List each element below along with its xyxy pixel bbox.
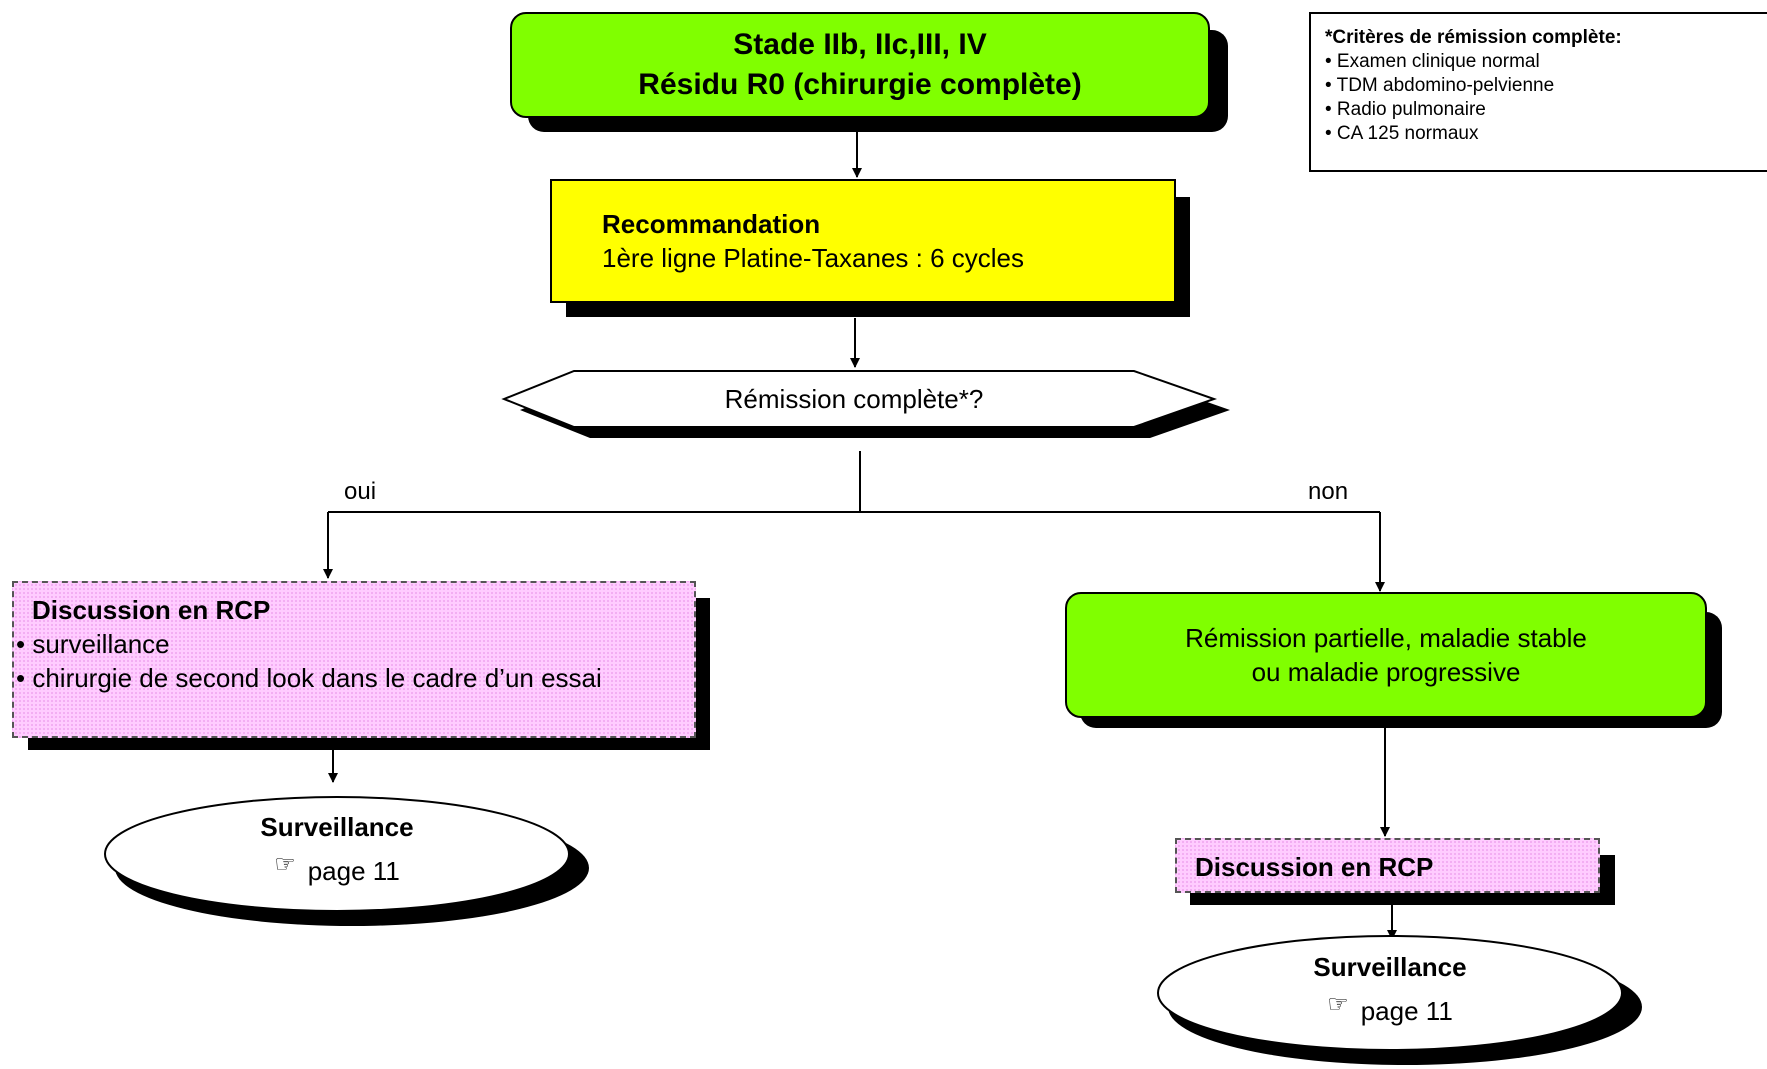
surveillance-left: Surveillance ☞ page 11 xyxy=(120,800,554,900)
surveillance-right: Surveillance ☞ page 11 xyxy=(1173,940,1607,1040)
recommendation-text: 1ère ligne Platine-Taxanes : 6 cycles xyxy=(602,243,1025,273)
rcp-left-item-1: • surveillance xyxy=(16,629,170,659)
criteria-item-2: • TDM abdomino-pelvienne xyxy=(1325,75,1555,96)
pointing-hand-icon: ☞ xyxy=(274,851,296,878)
branch-yes-label: oui xyxy=(344,478,377,505)
partial-remission-box: Rémission partielle, maladie stable ou m… xyxy=(1065,592,1707,718)
partial-line-2: ou maladie progressive xyxy=(1251,657,1521,687)
rcp-right-box: Discussion en RCP xyxy=(1175,838,1600,893)
rcp-left-item-2: • chirurgie de second look dans le cadre… xyxy=(16,663,602,693)
criteria-box: *Critères de rémission complète: • Exame… xyxy=(1309,12,1767,172)
recommendation-title: Recommandation xyxy=(602,209,821,239)
pointing-hand-icon: ☞ xyxy=(1327,991,1349,1018)
criteria-title: *Critères de rémission complète: xyxy=(1325,27,1622,48)
stage-box: Stade IIb, IIc,III, IV Résidu R0 (chirur… xyxy=(510,12,1210,118)
surveillance-left-title: Surveillance xyxy=(260,812,414,842)
surveillance-right-title: Surveillance xyxy=(1313,952,1467,982)
criteria-item-4: • CA 125 normaux xyxy=(1325,123,1479,144)
surveillance-left-ellipse xyxy=(104,796,570,912)
branch-no-label: non xyxy=(1308,478,1349,505)
rcp-right-title: Discussion en RCP xyxy=(1195,852,1434,882)
surveillance-right-ellipse xyxy=(1157,935,1623,1051)
recommendation-box: Recommandation 1ère ligne Platine-Taxane… xyxy=(550,179,1176,303)
decision-text: Rémission complète*? xyxy=(724,384,984,414)
rcp-left-box: Discussion en RCP • surveillance • chiru… xyxy=(12,581,696,738)
rcp-left-title: Discussion en RCP xyxy=(32,595,271,625)
decision-diamond xyxy=(501,370,1218,428)
criteria-item-1: • Examen clinique normal xyxy=(1325,51,1540,72)
stage-line-1: Stade IIb, IIc,III, IV xyxy=(733,28,987,61)
partial-line-1: Rémission partielle, maladie stable xyxy=(1185,623,1587,653)
criteria-item-3: • Radio pulmonaire xyxy=(1325,99,1486,120)
surveillance-right-page[interactable]: page 11 xyxy=(1360,996,1453,1026)
stage-line-2: Résidu R0 (chirurgie complète) xyxy=(638,68,1082,101)
surveillance-left-page[interactable]: page 11 xyxy=(307,856,400,886)
